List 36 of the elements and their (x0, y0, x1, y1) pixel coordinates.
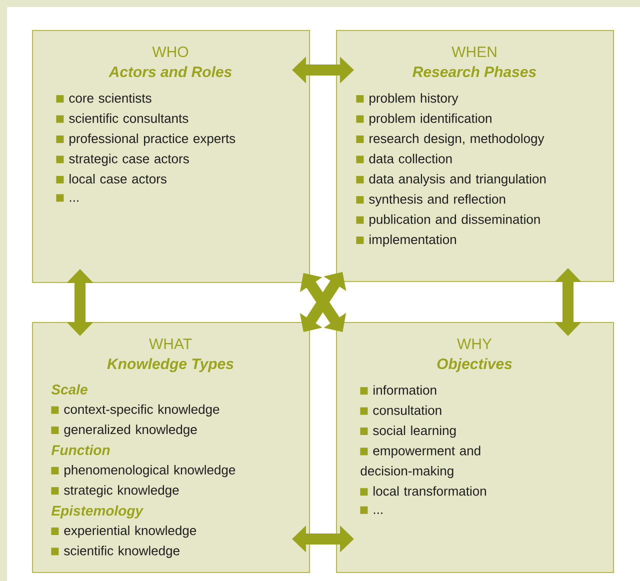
list-item: data collection (356, 154, 452, 164)
list-item: data analysis and triangulation (356, 174, 546, 186)
list-item: professional practice experts (56, 134, 236, 146)
heading: WHAT (149, 338, 192, 349)
list-item: ... (360, 506, 382, 514)
list-item: local transformation (360, 486, 486, 496)
list-item: core scientists (56, 93, 152, 103)
list-item: problem history (356, 93, 458, 106)
list-item: ... (56, 194, 78, 202)
list-item: context-specific knowledge (51, 404, 220, 416)
list-item: implementation (356, 234, 456, 247)
list-item: social learning (360, 426, 456, 438)
subtitle: Research Phases (412, 66, 536, 78)
category-heading: Scale (51, 384, 88, 394)
heading: WHO (152, 46, 188, 58)
subtitle: Objectives (437, 358, 512, 372)
category-heading: Function (51, 444, 110, 456)
list-item: consultation (360, 405, 442, 415)
category-heading: Epistemology (51, 505, 144, 518)
list-item: local case actors (56, 174, 166, 184)
subtitle: Knowledge Types (107, 358, 234, 372)
list-item: research design, methodology (356, 134, 544, 146)
list-item: generalized knowledge (51, 424, 197, 437)
list-item: synthesis and reflection (356, 194, 506, 206)
subtitle: Actors and Roles (108, 66, 232, 78)
list-item: publication and dissemination (356, 214, 540, 227)
list-item: information (360, 385, 436, 395)
list-item: scientific consultants (56, 113, 188, 123)
list-item: scientific knowledge (51, 546, 180, 558)
list-item: problem identification (356, 113, 492, 126)
list-item: strategic knowledge (51, 485, 179, 498)
list-item: strategic case actors (56, 154, 189, 166)
list-item: phenomenological knowledge (51, 465, 236, 478)
heading: WHEN (452, 46, 496, 57)
list-item: experiential knowledge (51, 526, 196, 538)
heading: WHY (457, 338, 492, 349)
